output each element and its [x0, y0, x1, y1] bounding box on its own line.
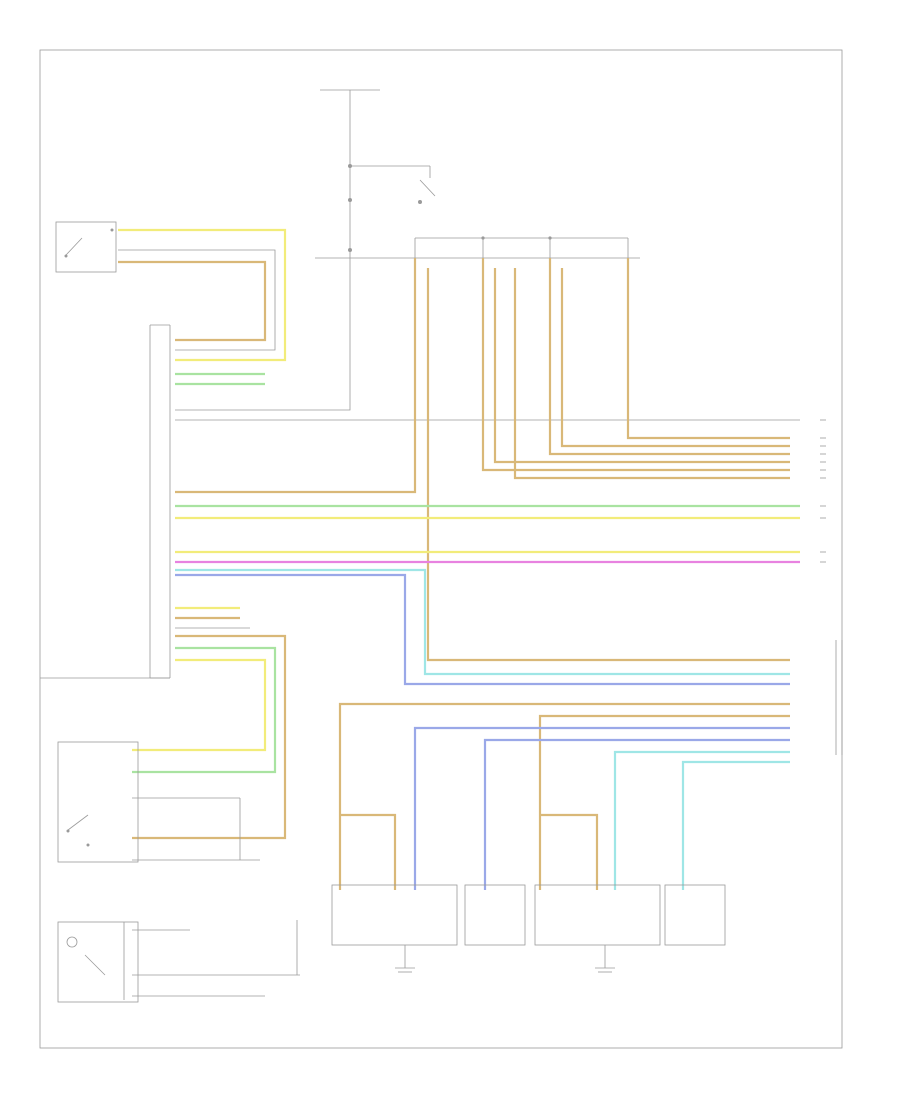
brake-pedal-switch [55, 221, 117, 273]
headlamp-switch [57, 741, 260, 863]
lamp-group-left [331, 884, 526, 973]
right-inline-connector [835, 640, 843, 755]
control-module-connector [40, 324, 171, 679]
wire-yellow-brake [118, 228, 287, 362]
lamp-group-right [534, 884, 726, 973]
wire-tan-lamp-left [338, 702, 790, 890]
wire-tan-brake [118, 260, 267, 342]
wire-cyan-a [175, 568, 790, 676]
wire-blue-a [175, 573, 790, 686]
wire-blue-lamps [413, 726, 790, 890]
wire-cyan-lamps [613, 750, 790, 890]
wire-tan-lamp-right [538, 714, 790, 890]
panel-dimmer-switch [57, 920, 300, 1003]
wire-end-ticks [820, 419, 826, 563]
wire-harness [118, 228, 800, 890]
page-border [39, 49, 843, 1049]
fuse-block-top [315, 89, 640, 259]
wire-tan-bus-1 [175, 258, 417, 494]
